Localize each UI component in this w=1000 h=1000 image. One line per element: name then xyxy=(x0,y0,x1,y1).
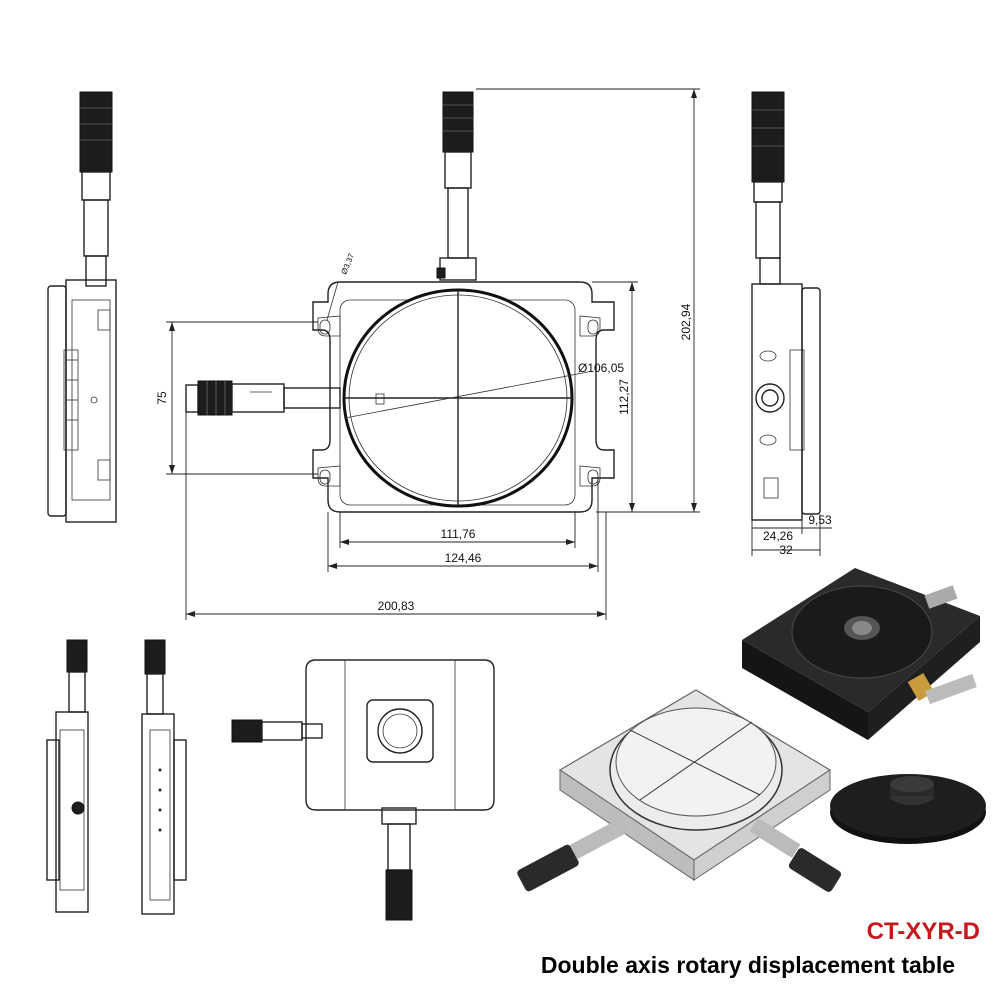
micrometer-thimble-side-left xyxy=(79,91,113,173)
product-caption: Double axis rotary displacement table xyxy=(540,952,955,978)
micrometer-thimble-left xyxy=(197,380,233,416)
dim-overall-width: 200,83 xyxy=(378,599,415,613)
left-side-view xyxy=(47,91,117,523)
product-photo-rotary-stage xyxy=(517,689,842,892)
dim-mount-spacing: 75 xyxy=(155,391,169,405)
diameter-leader-line xyxy=(344,371,589,419)
top-view xyxy=(185,91,615,513)
dimension-arrows xyxy=(169,89,697,617)
side-dimension-lines xyxy=(751,514,832,556)
micrometer-thimble-top xyxy=(442,91,474,153)
bottom-plan-view xyxy=(231,659,495,921)
micrometer-thimble-side-right xyxy=(751,91,785,183)
dim-total-thickness: 32 xyxy=(779,543,793,557)
dim-base-width: 124,46 xyxy=(445,551,482,565)
product-photo-dark-stage xyxy=(742,568,980,740)
product-photo-cover-disc xyxy=(830,774,986,844)
dim-overall-height: 202,94 xyxy=(679,303,693,340)
dim-top-width: 111,76 xyxy=(441,527,476,541)
dim-side-thickness: 24,26 xyxy=(763,529,793,543)
dim-side-offset: 9,53 xyxy=(808,513,832,527)
dim-hole-diameter: Ø3,37 xyxy=(340,252,357,276)
model-code: CT-XYR-D xyxy=(866,918,980,945)
dim-slot-height: 112,27 xyxy=(617,379,631,415)
bottom-side-view-2 xyxy=(141,639,187,915)
bottom-side-view-1 xyxy=(46,639,89,913)
right-side-view xyxy=(751,91,821,521)
dimension-lines xyxy=(166,88,700,620)
dim-table-diameter: Ø106,05 xyxy=(578,361,624,375)
